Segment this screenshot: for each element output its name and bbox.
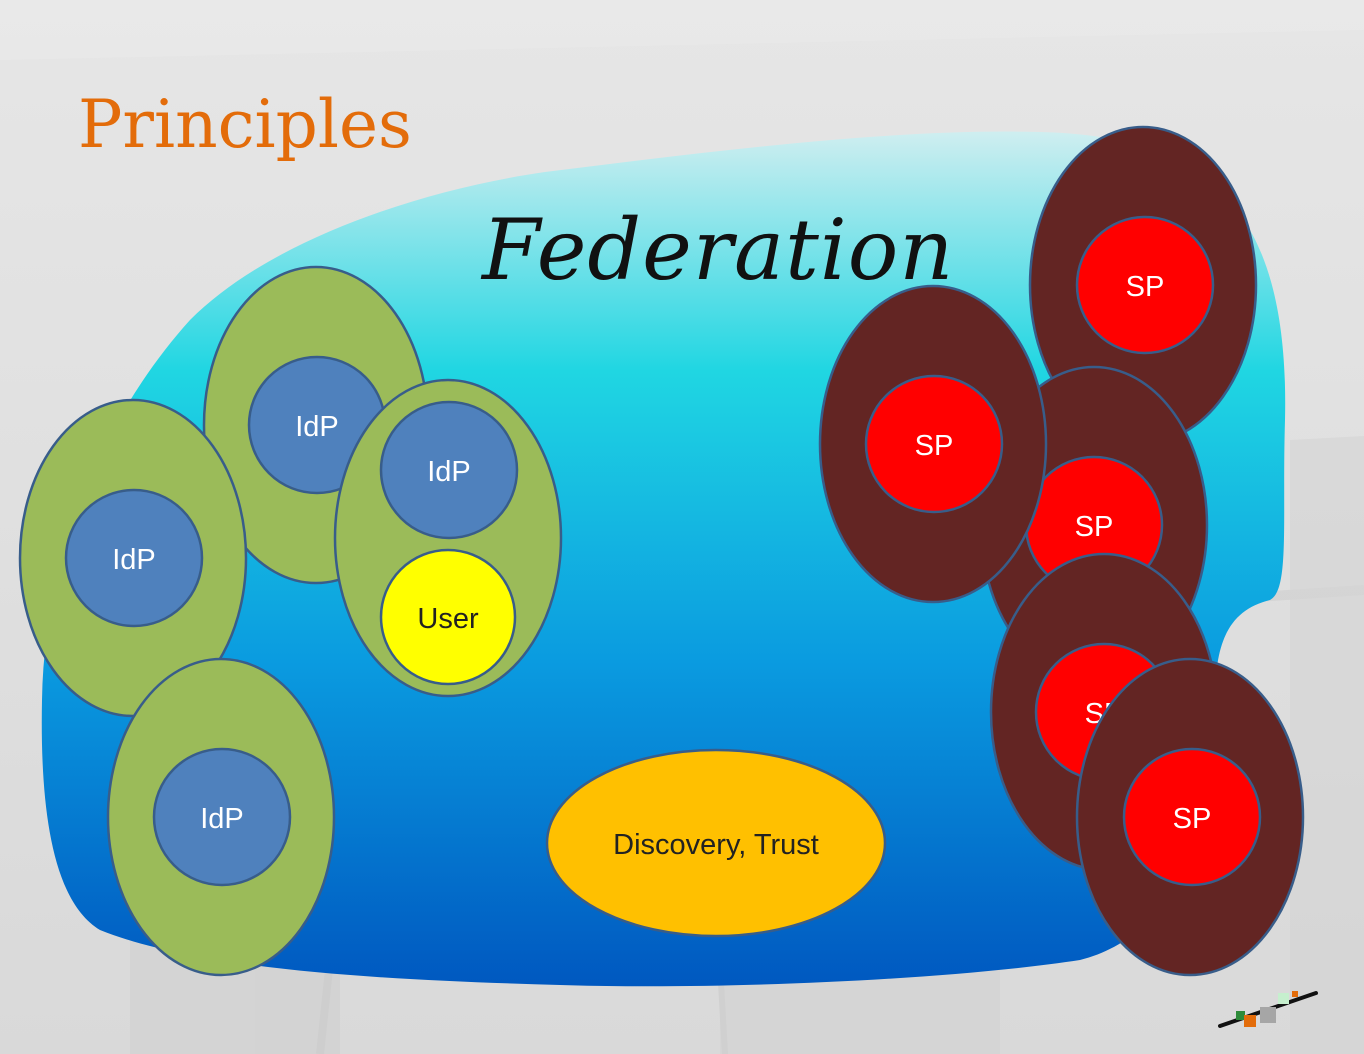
idp-label-4: IdP [200, 803, 244, 835]
discovery-trust-node[interactable] [545, 748, 887, 938]
sp-group-5: SP [1075, 657, 1305, 977]
sp-node-2[interactable] [864, 374, 1004, 514]
sp-group-1: SP [1028, 125, 1258, 445]
sp-label-5: SP [1173, 803, 1212, 835]
federation-label: Federation [482, 201, 955, 299]
discovery-trust-label: Discovery, Trust [613, 829, 819, 861]
federation-logo-icon [1218, 991, 1318, 1028]
idp-label-3: IdP [427, 456, 471, 488]
slide-title: Principles [78, 86, 412, 163]
idp-group-3: IdP User [333, 378, 563, 698]
idp-label-1: IdP [112, 544, 156, 576]
user-label: User [417, 603, 479, 635]
sp-label-2: SP [915, 430, 954, 462]
sp-label-3: SP [1075, 511, 1114, 543]
sp-label-1: SP [1126, 271, 1165, 303]
idp-node-4[interactable] [152, 747, 292, 887]
sp-group-2: SP [818, 284, 1048, 604]
idp-node-3[interactable] [379, 400, 519, 540]
idp-node-1[interactable] [64, 488, 204, 628]
sp-node-1[interactable] [1075, 215, 1215, 355]
sp-node-5[interactable] [1122, 747, 1262, 887]
user-node[interactable] [379, 548, 517, 686]
idp-group-1: IdP [18, 398, 248, 718]
idp-group-4: IdP [106, 657, 336, 977]
discovery-trust-group: Discovery, Trust [545, 748, 887, 938]
idp-label-2: IdP [295, 411, 339, 443]
